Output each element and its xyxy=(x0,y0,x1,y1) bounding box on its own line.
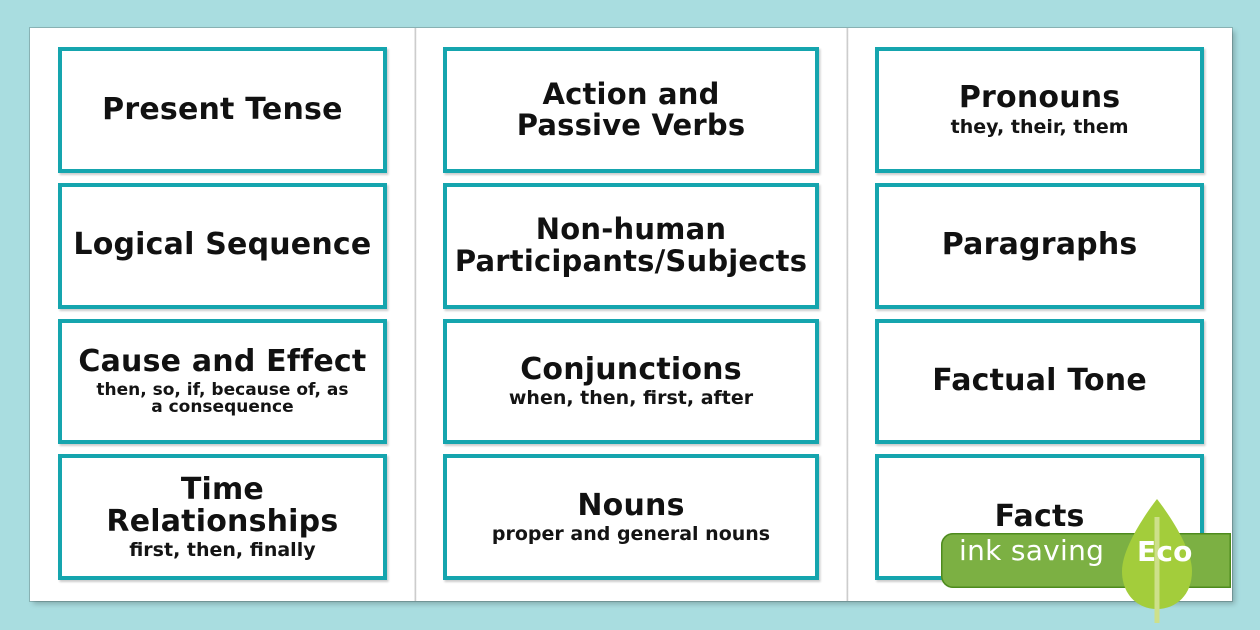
word-card[interactable]: Nouns proper and general nouns xyxy=(442,454,820,580)
card-title: Non-human Participants/Subjects xyxy=(454,212,808,278)
card-title: Facts xyxy=(994,498,1085,534)
word-card[interactable]: Action and Passive Verbs xyxy=(442,47,820,173)
card-title: Nouns xyxy=(577,487,685,523)
word-card[interactable]: Pronouns they, their, them xyxy=(875,47,1205,173)
card-title: Cause and Effect xyxy=(78,344,367,380)
card-subtitle: proper and general nouns xyxy=(491,523,771,546)
card-subtitle: then, so, if, because of, as a consequen… xyxy=(96,379,349,418)
card-title: Logical Sequence xyxy=(73,227,372,263)
word-card[interactable]: Facts xyxy=(875,454,1205,580)
card-title: Factual Tone xyxy=(932,363,1147,399)
card-subtitle: first, then, finally xyxy=(129,539,316,562)
word-card[interactable]: Conjunctions when, then, first, after xyxy=(442,318,820,445)
card-column-2: Action and Passive Verbs Non-human Parti… xyxy=(413,28,847,601)
word-card[interactable]: Factual Tone xyxy=(875,318,1205,445)
word-card[interactable]: Time Relationships first, then, finally xyxy=(58,454,387,580)
word-card[interactable]: Paragraphs xyxy=(875,182,1205,309)
card-title: Time Relationships xyxy=(106,471,339,539)
card-title: Conjunctions xyxy=(520,351,742,387)
card-title: Action and Passive Verbs xyxy=(516,76,746,142)
card-title: Paragraphs xyxy=(941,227,1138,263)
card-subtitle: they, their, them xyxy=(950,115,1129,138)
card-column-3: Pronouns they, their, them Paragraphs Fa… xyxy=(846,28,1232,601)
card-subtitle: when, then, first, after xyxy=(508,387,754,410)
word-card[interactable]: Non-human Participants/Subjects xyxy=(442,182,820,309)
card-title: Pronouns xyxy=(958,80,1121,116)
word-card[interactable]: Present Tense xyxy=(58,47,387,173)
printable-sheet: Present Tense Logical Sequence Cause and… xyxy=(30,28,1232,601)
word-card[interactable]: Cause and Effect then, so, if, because o… xyxy=(58,318,387,445)
card-column-1: Present Tense Logical Sequence Cause and… xyxy=(30,28,415,601)
word-card[interactable]: Logical Sequence xyxy=(58,182,387,309)
card-title: Present Tense xyxy=(102,91,343,127)
